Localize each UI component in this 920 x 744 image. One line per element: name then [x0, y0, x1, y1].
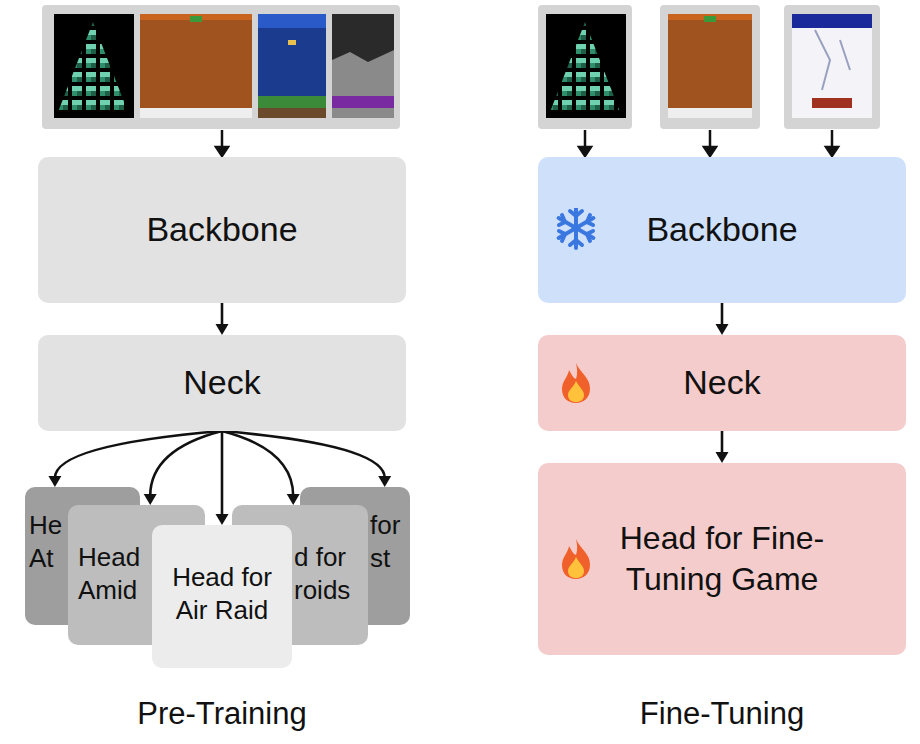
- module-box: Neck: [38, 335, 406, 431]
- flow-arrow: [216, 431, 229, 525]
- node-label: for st: [370, 509, 410, 576]
- node-label: Neck: [183, 361, 260, 405]
- arrow-head: [216, 514, 229, 525]
- node-label: Backbone: [646, 208, 797, 252]
- flow-arrow: [222, 431, 391, 487]
- module-box: Backbone: [38, 157, 406, 303]
- brown-screen: [140, 14, 252, 118]
- arrow-line: [721, 303, 724, 326]
- module-box: Backbone: [538, 157, 906, 303]
- arrow-head: [144, 494, 157, 505]
- arrow-line: [721, 431, 724, 454]
- flow-arrow: [222, 431, 300, 505]
- arrow-head: [716, 452, 729, 463]
- head-card: Head for Air Raid: [152, 525, 292, 668]
- stage-caption: Pre-Training: [137, 696, 306, 732]
- module-box: Head for Fine-Tuning Game: [538, 463, 906, 655]
- qbert-screen: [54, 14, 134, 118]
- flow-arrow: [716, 431, 729, 463]
- arrow-head: [378, 476, 391, 487]
- arrow-head: [716, 324, 729, 335]
- flow-arrow: [216, 303, 229, 335]
- arrow-line: [150, 431, 222, 496]
- node-label: He At: [29, 509, 69, 576]
- node-label: Backbone: [146, 208, 297, 252]
- arrow-line: [221, 431, 224, 516]
- arrow-head: [48, 476, 61, 487]
- node-label: Head for Fine-Tuning Game: [607, 518, 837, 600]
- arrow-line: [221, 303, 224, 326]
- image-strip: [42, 5, 400, 129]
- stage-caption: Fine-Tuning: [640, 696, 804, 732]
- arrow-line: [222, 431, 385, 478]
- arrow-head: [287, 494, 300, 505]
- grey-screen: [332, 14, 394, 118]
- trainable-icon: [556, 537, 596, 581]
- node-label: Head Amid: [78, 541, 154, 608]
- module-box: Neck: [538, 335, 906, 431]
- arrow-head: [216, 324, 229, 335]
- arrow-line: [222, 431, 293, 496]
- flow-arrow: [716, 303, 729, 335]
- node-label: Neck: [683, 361, 760, 405]
- node-label: d for roids: [294, 541, 366, 608]
- trainable-icon: [556, 361, 596, 405]
- flow-arrow: [144, 431, 222, 505]
- blue-screen: [258, 14, 326, 118]
- frozen-icon: [556, 208, 596, 252]
- node-label: Head for Air Raid: [156, 561, 288, 628]
